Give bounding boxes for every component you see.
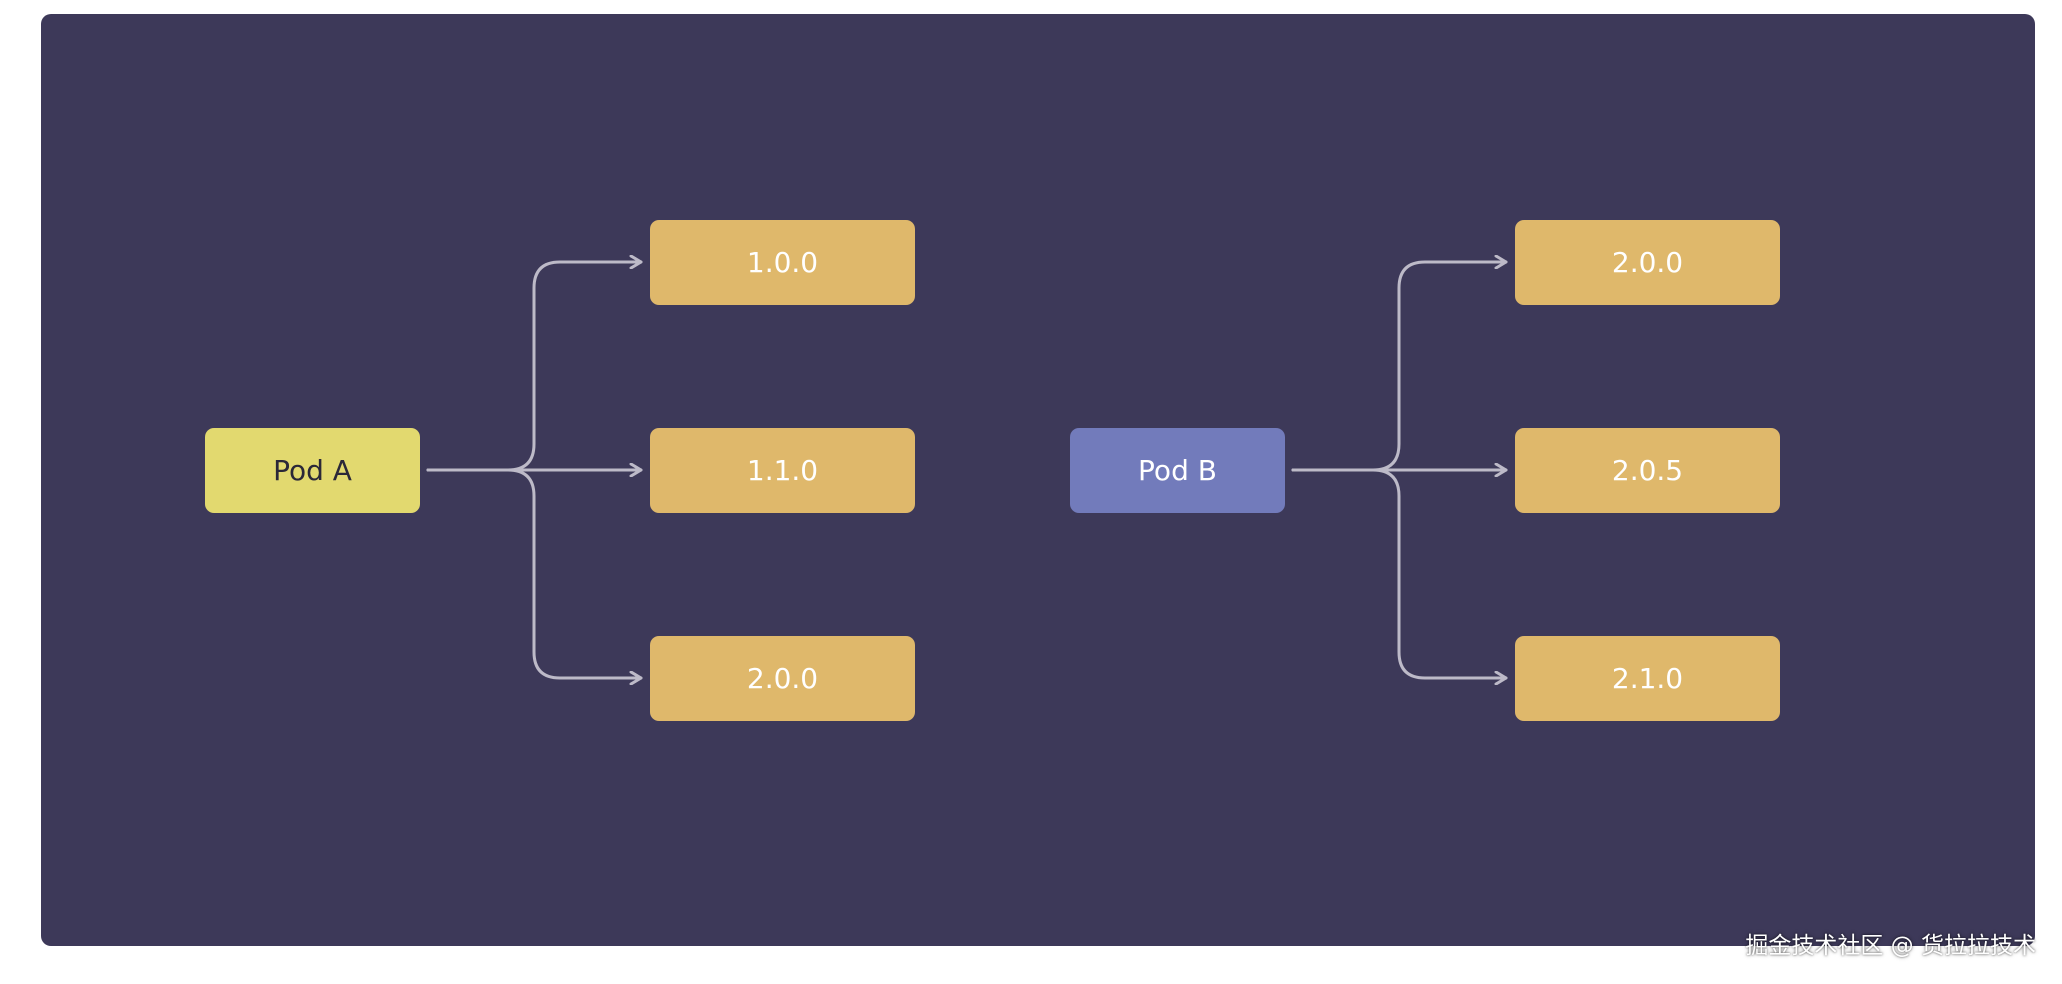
pod-b-version-node: 2.0.5 — [1515, 428, 1780, 513]
watermark-text: 掘金技术社区 @ 货拉拉技术 — [1745, 933, 2036, 959]
pod-a-version-node: 2.0.0 — [650, 636, 915, 721]
pod-a-node: Pod A — [205, 428, 420, 513]
pod-a-version-node: 1.0.0 — [650, 220, 915, 305]
pod-b-version-node: 2.1.0 — [1515, 636, 1780, 721]
pod-b-label: Pod B — [1138, 454, 1217, 487]
pod-a-label: Pod A — [273, 454, 352, 487]
version-label: 2.1.0 — [1611, 662, 1684, 695]
version-label: 2.0.0 — [1611, 246, 1684, 279]
version-label: 1.0.0 — [746, 246, 819, 279]
version-label: 1.1.0 — [746, 454, 819, 487]
pod-b-node: Pod B — [1070, 428, 1285, 513]
version-label: 2.0.0 — [746, 662, 819, 695]
pod-a-version-node: 1.1.0 — [650, 428, 915, 513]
pod-b-version-node: 2.0.0 — [1515, 220, 1780, 305]
version-label: 2.0.5 — [1611, 454, 1684, 487]
